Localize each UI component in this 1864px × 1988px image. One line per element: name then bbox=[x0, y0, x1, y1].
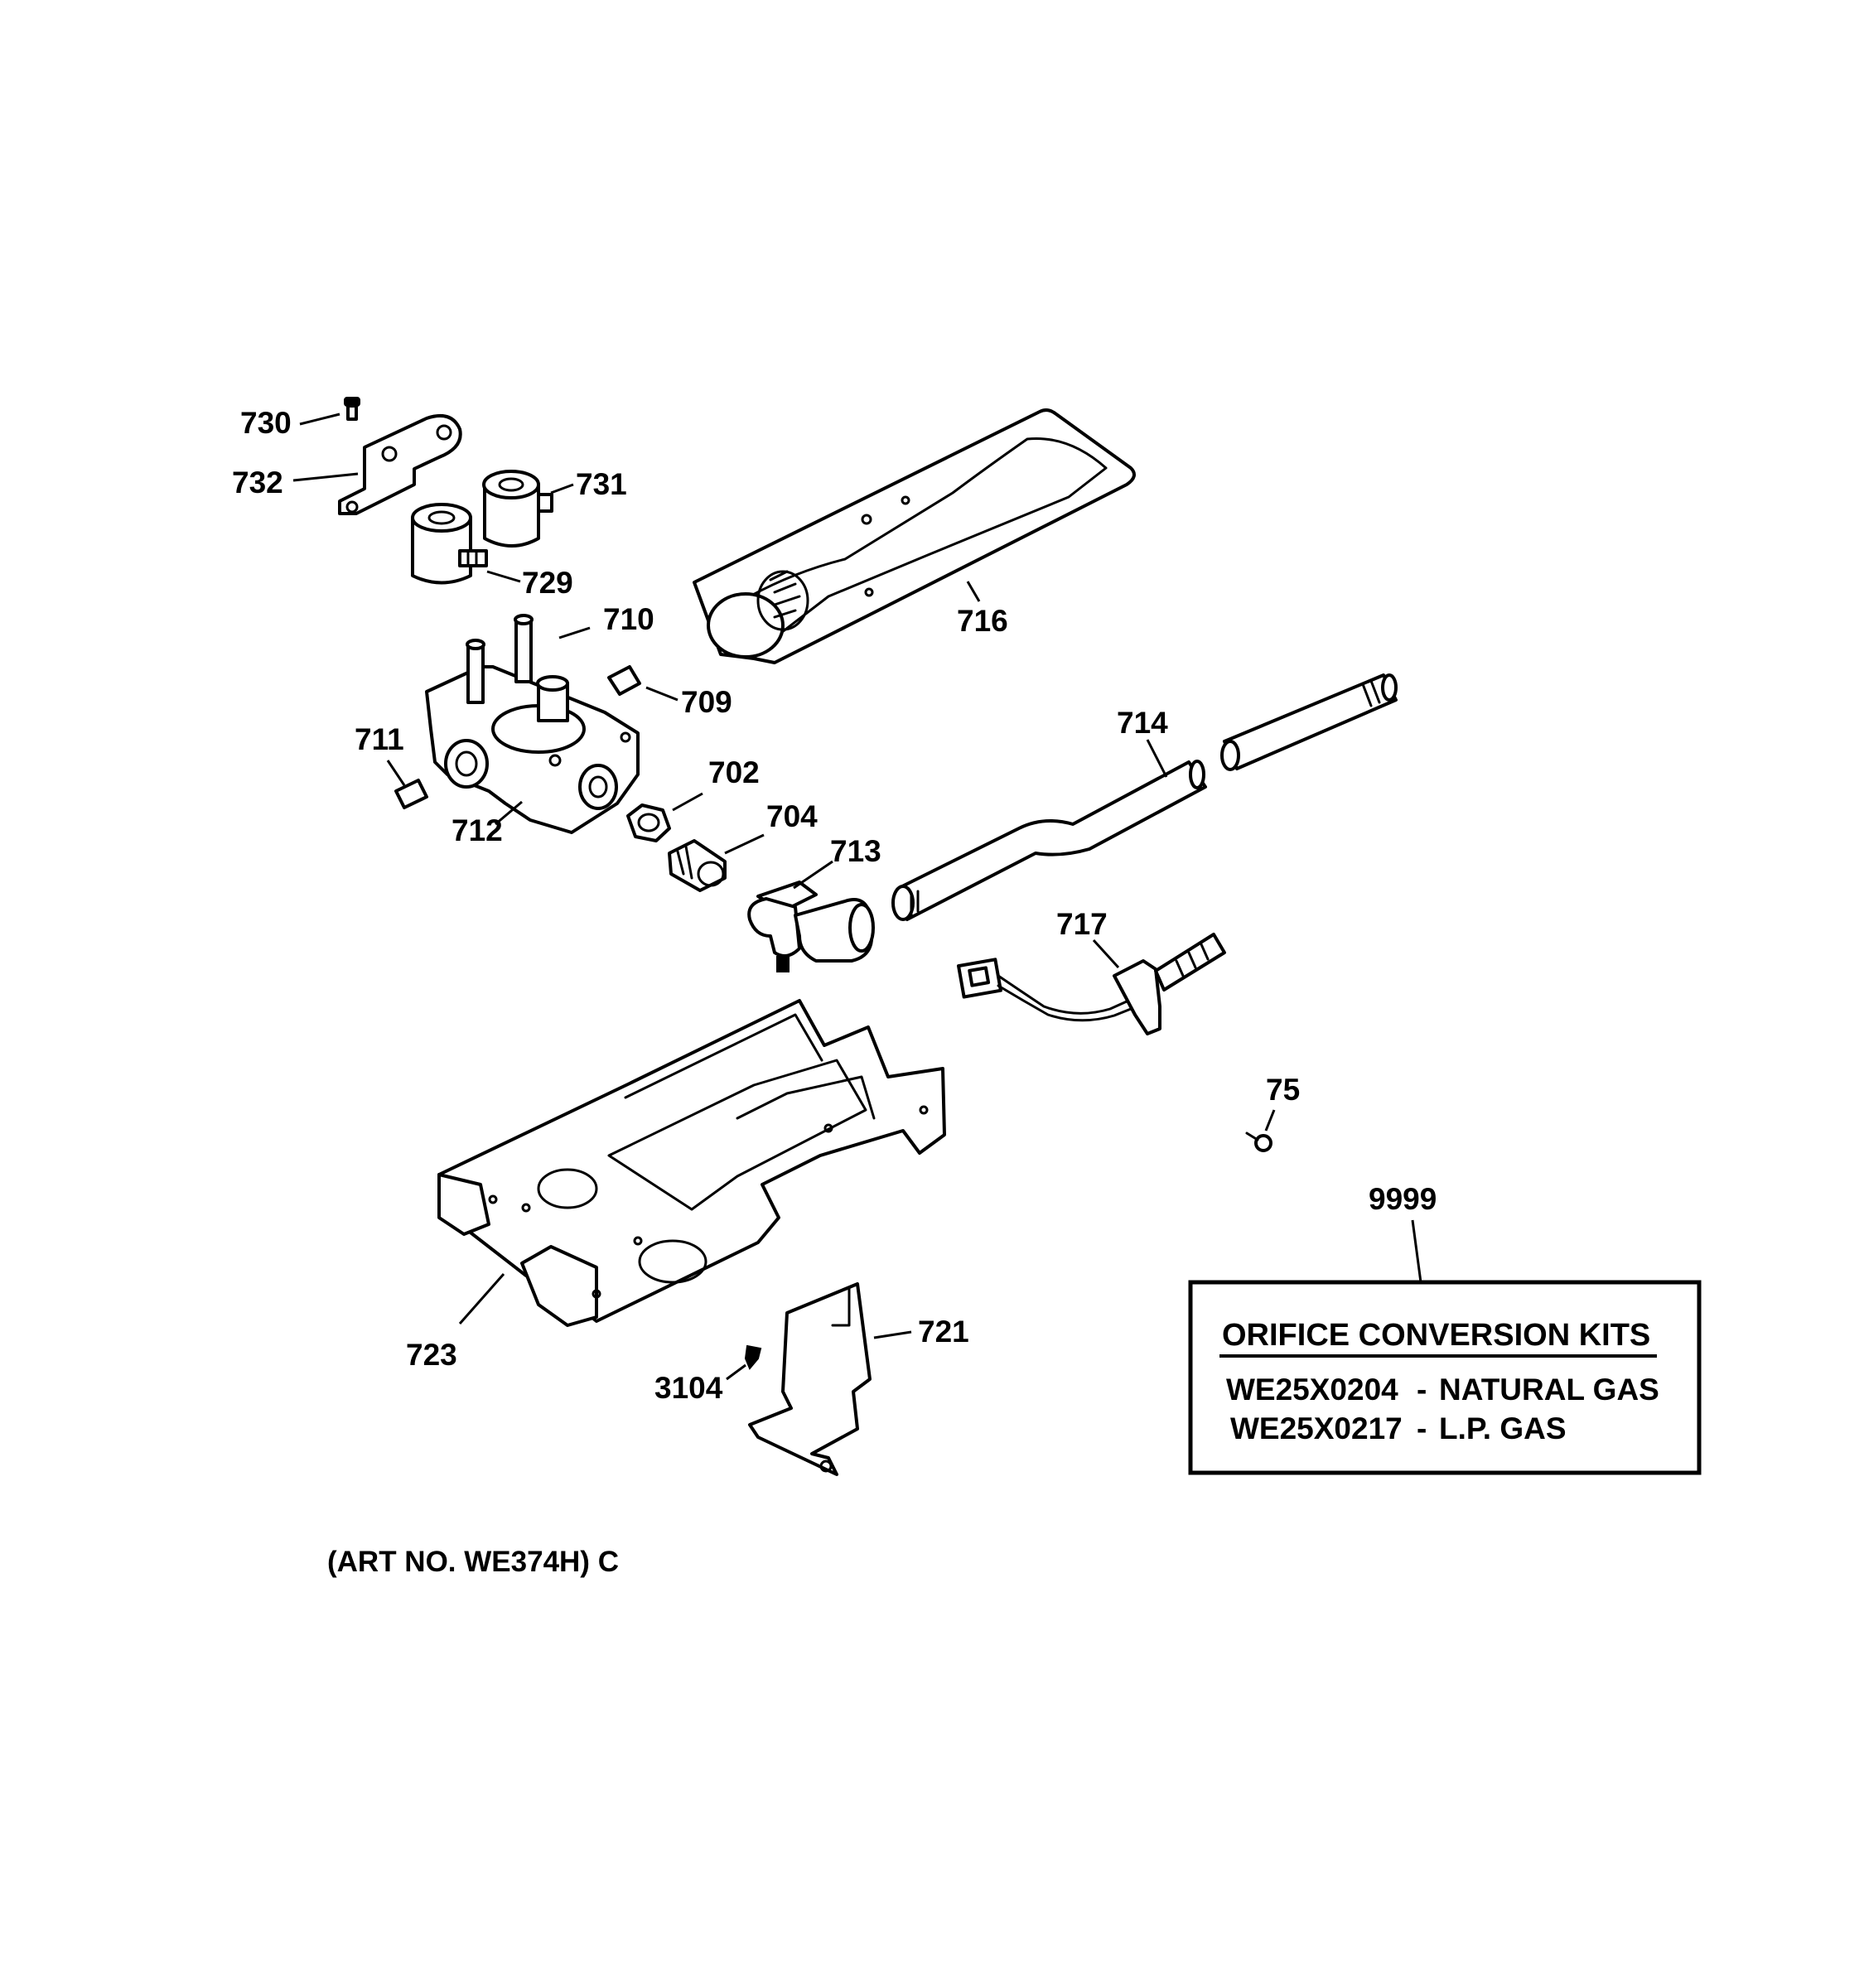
label-709: 709 bbox=[681, 685, 732, 719]
part-723-mounting-bracket[interactable] bbox=[437, 999, 946, 1327]
kit-separator-2: - bbox=[1417, 1411, 1427, 1445]
kit-separator-1: - bbox=[1417, 1373, 1427, 1407]
kit-desc-lp-gas: L.P. GAS bbox=[1439, 1411, 1567, 1445]
part-716-burner[interactable] bbox=[693, 408, 1136, 664]
leader-3104 bbox=[726, 1363, 746, 1381]
leader-716 bbox=[966, 581, 981, 602]
label-723: 723 bbox=[406, 1338, 457, 1372]
label-9999: 9999 bbox=[1369, 1182, 1437, 1216]
leader-75 bbox=[1264, 1109, 1276, 1132]
leader-721 bbox=[873, 1330, 912, 1339]
leader-729 bbox=[486, 570, 521, 583]
leader-731 bbox=[550, 483, 574, 495]
part-3104-screw[interactable] bbox=[744, 1344, 762, 1370]
leader-723 bbox=[458, 1273, 505, 1325]
label-710: 710 bbox=[603, 602, 654, 636]
leader-714 bbox=[1146, 739, 1168, 778]
leader-710 bbox=[558, 626, 591, 639]
leader-9999 bbox=[1411, 1219, 1422, 1283]
leader-717 bbox=[1092, 939, 1120, 969]
label-712: 712 bbox=[452, 813, 503, 847]
leader-732 bbox=[292, 472, 359, 482]
label-702: 702 bbox=[708, 755, 760, 789]
leader-709 bbox=[645, 686, 678, 702]
leader-704 bbox=[724, 833, 765, 855]
part-721-shield[interactable] bbox=[748, 1282, 872, 1476]
part-717-igniter[interactable] bbox=[957, 933, 1226, 1035]
leader-713 bbox=[793, 860, 833, 890]
part-702-nut[interactable] bbox=[626, 803, 671, 842]
part-732-bracket[interactable] bbox=[338, 414, 462, 515]
kit-code-lp-gas: WE25X0217 bbox=[1230, 1411, 1403, 1445]
label-3104: 3104 bbox=[654, 1371, 723, 1405]
part-704-fitting[interactable] bbox=[668, 839, 727, 892]
leader-712 bbox=[495, 800, 523, 826]
label-729: 729 bbox=[522, 566, 573, 600]
kit-code-natural-gas: WE25X0204 bbox=[1226, 1373, 1398, 1407]
label-732: 732 bbox=[232, 466, 283, 499]
label-704: 704 bbox=[766, 799, 818, 833]
leader-702 bbox=[672, 792, 703, 812]
label-716: 716 bbox=[957, 604, 1008, 638]
kit-desc-natural-gas: NATURAL GAS bbox=[1439, 1373, 1659, 1407]
label-731: 731 bbox=[576, 467, 627, 501]
part-729-coil[interactable] bbox=[411, 503, 488, 585]
part-711-plug[interactable] bbox=[394, 779, 428, 809]
label-714: 714 bbox=[1117, 706, 1168, 740]
part-730-screw[interactable] bbox=[344, 397, 360, 421]
label-717: 717 bbox=[1056, 907, 1108, 941]
leader-730 bbox=[299, 413, 340, 426]
part-75-screw[interactable] bbox=[1245, 1132, 1272, 1152]
label-713: 713 bbox=[830, 834, 881, 868]
part-713-shutoff-valve[interactable] bbox=[747, 881, 875, 972]
part-709-orifice[interactable] bbox=[607, 665, 641, 696]
part-731-coil[interactable] bbox=[482, 470, 553, 548]
label-75: 75 bbox=[1266, 1073, 1300, 1107]
label-730: 730 bbox=[240, 406, 292, 440]
label-711: 711 bbox=[355, 722, 404, 756]
label-721: 721 bbox=[918, 1315, 969, 1349]
kits-title: ORIFICE CONVERSION KITS bbox=[1222, 1318, 1650, 1353]
art-number: (ART NO. WE374H) C bbox=[327, 1546, 619, 1578]
orifice-conversion-kits-box: ORIFICE CONVERSION KITS WE25X0204 - NATU… bbox=[1188, 1280, 1702, 1475]
part-712-gas-valve[interactable] bbox=[425, 614, 640, 834]
part-714-pipe[interactable] bbox=[891, 673, 1398, 921]
leader-711 bbox=[386, 760, 406, 786]
